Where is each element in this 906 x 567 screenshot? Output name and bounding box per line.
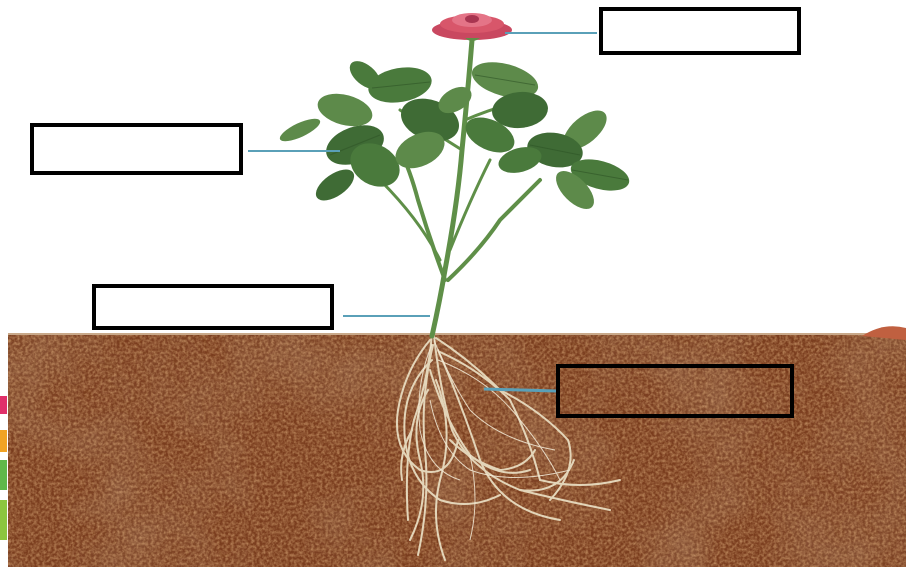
flower bbox=[432, 13, 512, 41]
edge-decoration-left bbox=[0, 396, 7, 540]
leaf-label-box[interactable] bbox=[30, 123, 243, 175]
root-pointer-line bbox=[484, 389, 556, 391]
stem-label-box[interactable] bbox=[92, 284, 334, 330]
main-stem bbox=[432, 40, 472, 336]
root-label-box[interactable] bbox=[556, 364, 794, 418]
leaves bbox=[277, 56, 632, 216]
flower-label-box[interactable] bbox=[599, 7, 801, 55]
